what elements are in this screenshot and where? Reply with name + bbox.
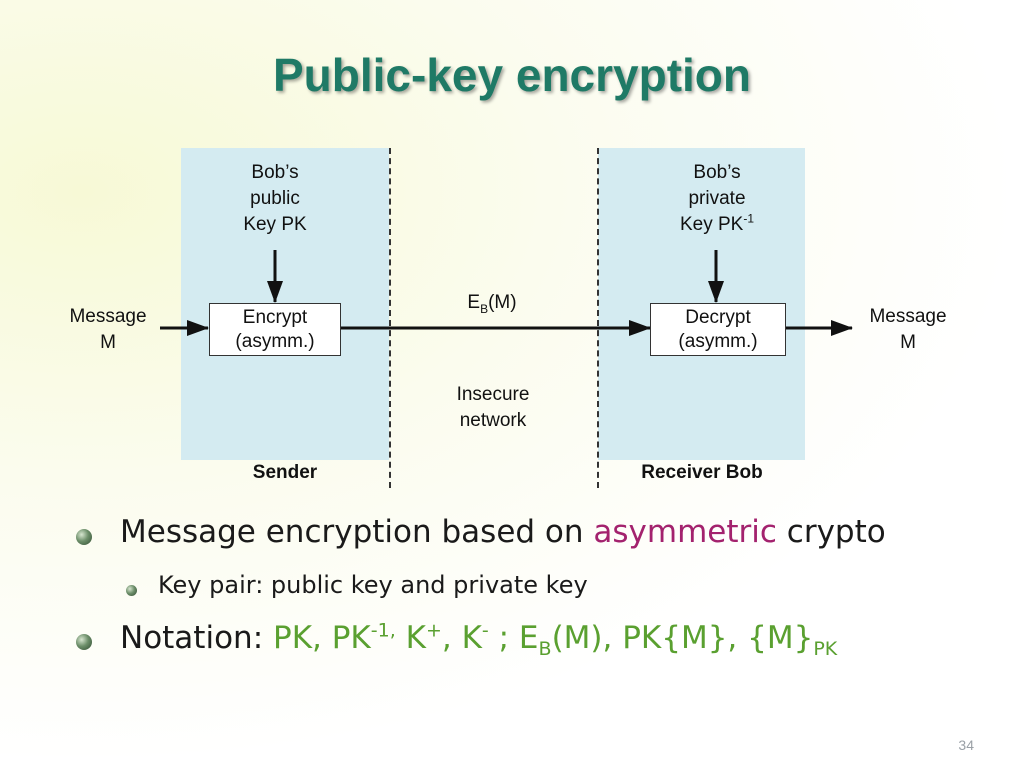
private-key-label: Bob’s private Key PK-1 <box>657 160 777 238</box>
ciphertext-rest: (M) <box>488 292 517 313</box>
private-key-superscript: -1 <box>743 211 755 226</box>
public-key-label: Bob’s public Key PK <box>215 160 335 238</box>
input-message-line-1: Message <box>69 306 147 327</box>
encrypt-box-line-2: (asymm.) <box>235 331 315 352</box>
network-label: Insecure network <box>433 382 553 434</box>
bullet-asymmetric-accent: asymmetric <box>593 514 777 550</box>
bullet-dot-icon-2 <box>76 634 92 650</box>
output-message-line-2: M <box>900 332 916 353</box>
bullet-asymmetric: Message encryption based on asymmetric c… <box>120 514 886 550</box>
output-message-line-1: Message <box>869 306 947 327</box>
sender-label: Sender <box>252 462 318 483</box>
page-number: 34 <box>958 737 974 753</box>
decrypt-box-line-2: (asymm.) <box>678 331 758 352</box>
notation-part-2-sup: + <box>425 619 442 642</box>
notation-prefix: Notation: <box>120 620 273 656</box>
encrypt-box: Encrypt (asymm.) <box>209 303 341 356</box>
private-key-line-1: Bob’s <box>693 162 741 183</box>
receiver-label: Receiver Bob <box>641 462 763 483</box>
notation-part-5: (M), PK{M}, {M} <box>551 620 814 656</box>
bullet-notation: Notation: PK, PK-1, K+, K- ; EB(M), PK{M… <box>120 619 837 659</box>
notation-part-4: ; E <box>488 620 539 656</box>
notation-part-1-sup: -1, <box>370 619 396 642</box>
decrypt-box: Decrypt (asymm.) <box>650 303 786 356</box>
public-key-line-1: Bob’s <box>251 162 299 183</box>
input-message-label: Message M <box>58 304 158 356</box>
private-key-line-3: Key PK-1 <box>657 212 777 238</box>
bullet-dot-icon <box>76 529 92 545</box>
private-key-text: Key PK <box>679 214 744 235</box>
notation-part-2: K <box>395 620 426 656</box>
output-message-label: Message M <box>858 304 958 356</box>
slide-title: Public-key encryption <box>272 49 751 101</box>
notation-part-3: , K <box>441 620 482 656</box>
encrypt-box-line-1: Encrypt <box>242 307 308 328</box>
network-line-2: network <box>459 410 527 431</box>
network-line-1: Insecure <box>456 384 530 405</box>
private-key-line-2: private <box>688 188 746 209</box>
sub-bullet-dot-icon <box>126 585 137 596</box>
bullet-asymmetric-prefix: Message encryption based on <box>120 514 594 550</box>
notation-part-3-sup: - <box>481 619 489 642</box>
ciphertext-base: E <box>467 292 481 313</box>
notation-part-5-sub: PK <box>813 638 838 661</box>
public-key-line-3: Key PK <box>243 214 307 235</box>
receiver-boundary-line <box>597 148 599 488</box>
sender-boundary-line <box>389 148 391 488</box>
notation-part-1: PK, PK <box>273 620 371 656</box>
ciphertext-subscript: B <box>480 301 489 316</box>
public-key-line-2: public <box>250 188 300 209</box>
bullet-asymmetric-suffix: crypto <box>776 514 886 550</box>
notation-value: PK, PK-1, K+, K- ; EB(M), PK{M}, {M}PK <box>273 619 837 659</box>
notation-part-4-sub: B <box>538 638 552 661</box>
ciphertext-label: EB(M) <box>442 290 542 316</box>
sub-bullet-key-pair: Key pair: public key and private key <box>158 571 588 599</box>
decrypt-box-line-1: Decrypt <box>685 307 751 328</box>
input-message-line-2: M <box>100 332 116 353</box>
